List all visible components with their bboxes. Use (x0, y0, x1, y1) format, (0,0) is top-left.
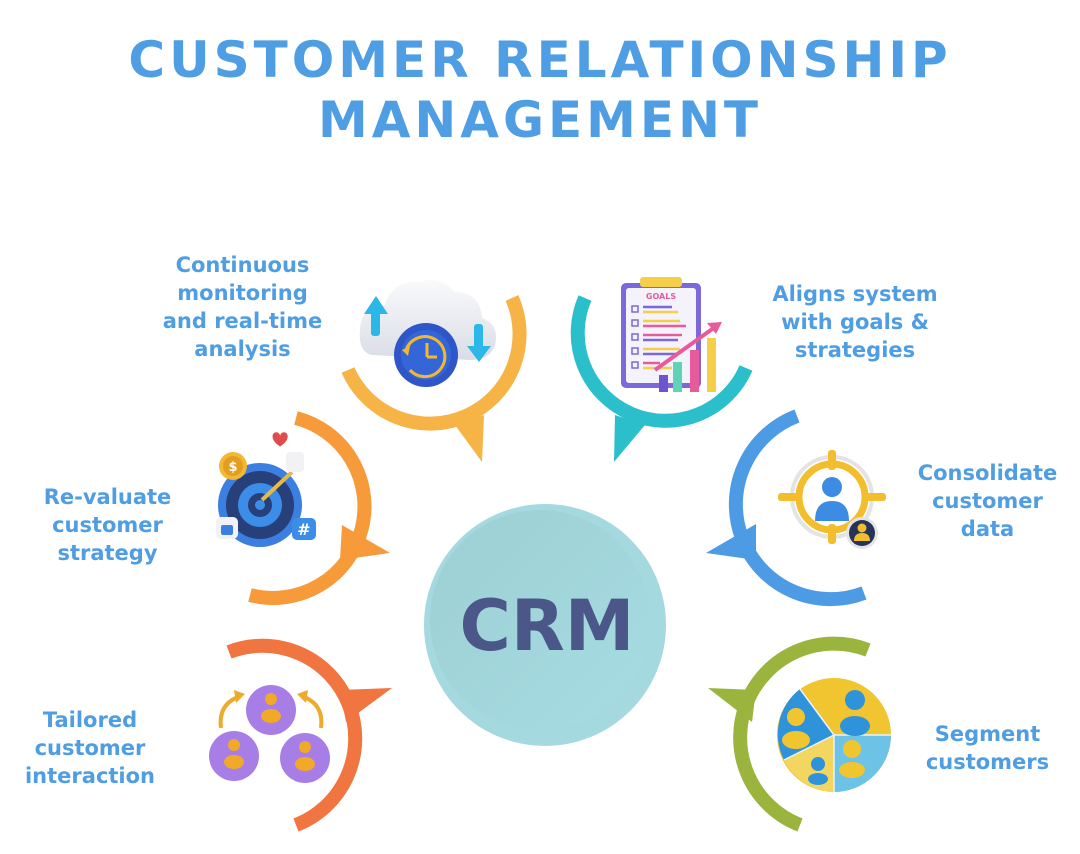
bubble-tail-monitoring (455, 415, 484, 462)
bubble-tail-goals (614, 415, 645, 462)
bubble-segment (708, 636, 871, 832)
customer-target-icon (778, 450, 886, 549)
node-label-revaluate: Re-valuate customer strategy (43, 485, 172, 565)
node-label-goals: Aligns system with goals & strategies (772, 282, 938, 362)
title-line-1: CUSTOMER RELATIONSHIP (128, 31, 952, 89)
bubble-revaluate (248, 411, 390, 605)
node-label-segment: Segment customers (925, 722, 1050, 774)
bubble-tail-segment (708, 688, 756, 722)
bubble-monitoring (341, 295, 527, 462)
node-label-tailored: Tailored customer interaction (24, 708, 156, 788)
bubble-tailored (226, 638, 392, 832)
svg-text:$: $ (228, 460, 237, 475)
crm-label: CRM (460, 585, 635, 667)
title-line-2: MANAGEMENT (317, 91, 763, 149)
crm-center: CRM (424, 504, 666, 746)
svg-text:#: # (297, 520, 310, 539)
svg-text:GOALS: GOALS (646, 292, 676, 301)
bubble-ring-monitoring (341, 295, 527, 431)
cloud-clock-icon (359, 279, 497, 387)
node-label-consolidate: Consolidate customer data (917, 461, 1058, 541)
goals-clipboard-icon: GOALS (621, 277, 722, 392)
bubble-ring-revaluate (248, 411, 372, 605)
bubble-goals (570, 295, 753, 462)
bubble-consolidate (706, 409, 867, 607)
bubble-tail-consolidate (706, 524, 756, 560)
bubble-ring-goals (570, 295, 753, 428)
customer-network-icon (209, 685, 330, 783)
bubble-tail-tailored (340, 688, 392, 722)
bubble-tail-revaluate (340, 525, 390, 560)
target-dart-icon: $ # (216, 432, 316, 547)
node-label-monitoring: Continuous monitoring and real-time anal… (162, 253, 323, 361)
segment-pie-icon (777, 678, 891, 792)
